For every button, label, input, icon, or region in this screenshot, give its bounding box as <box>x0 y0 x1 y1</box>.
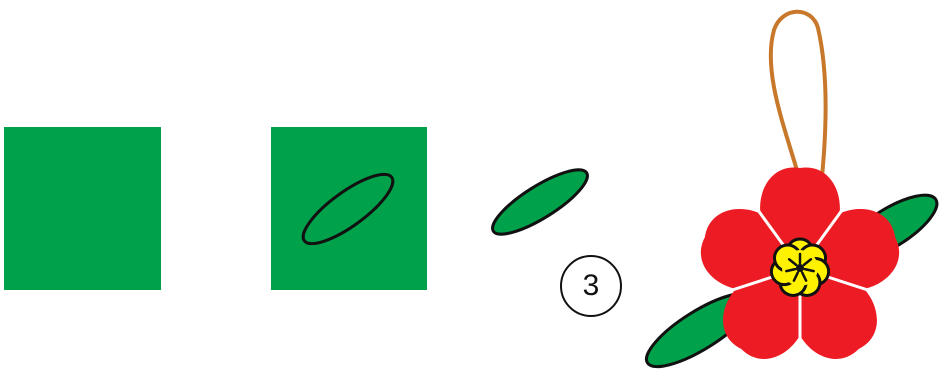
cut-out-leaf <box>485 159 595 244</box>
flower-petals <box>692 167 908 372</box>
step-number-badge: 3 <box>560 255 622 317</box>
leaf-outline-drawn <box>294 164 401 255</box>
step-number-text: 3 <box>583 269 600 303</box>
flower-ornament <box>637 12 941 379</box>
